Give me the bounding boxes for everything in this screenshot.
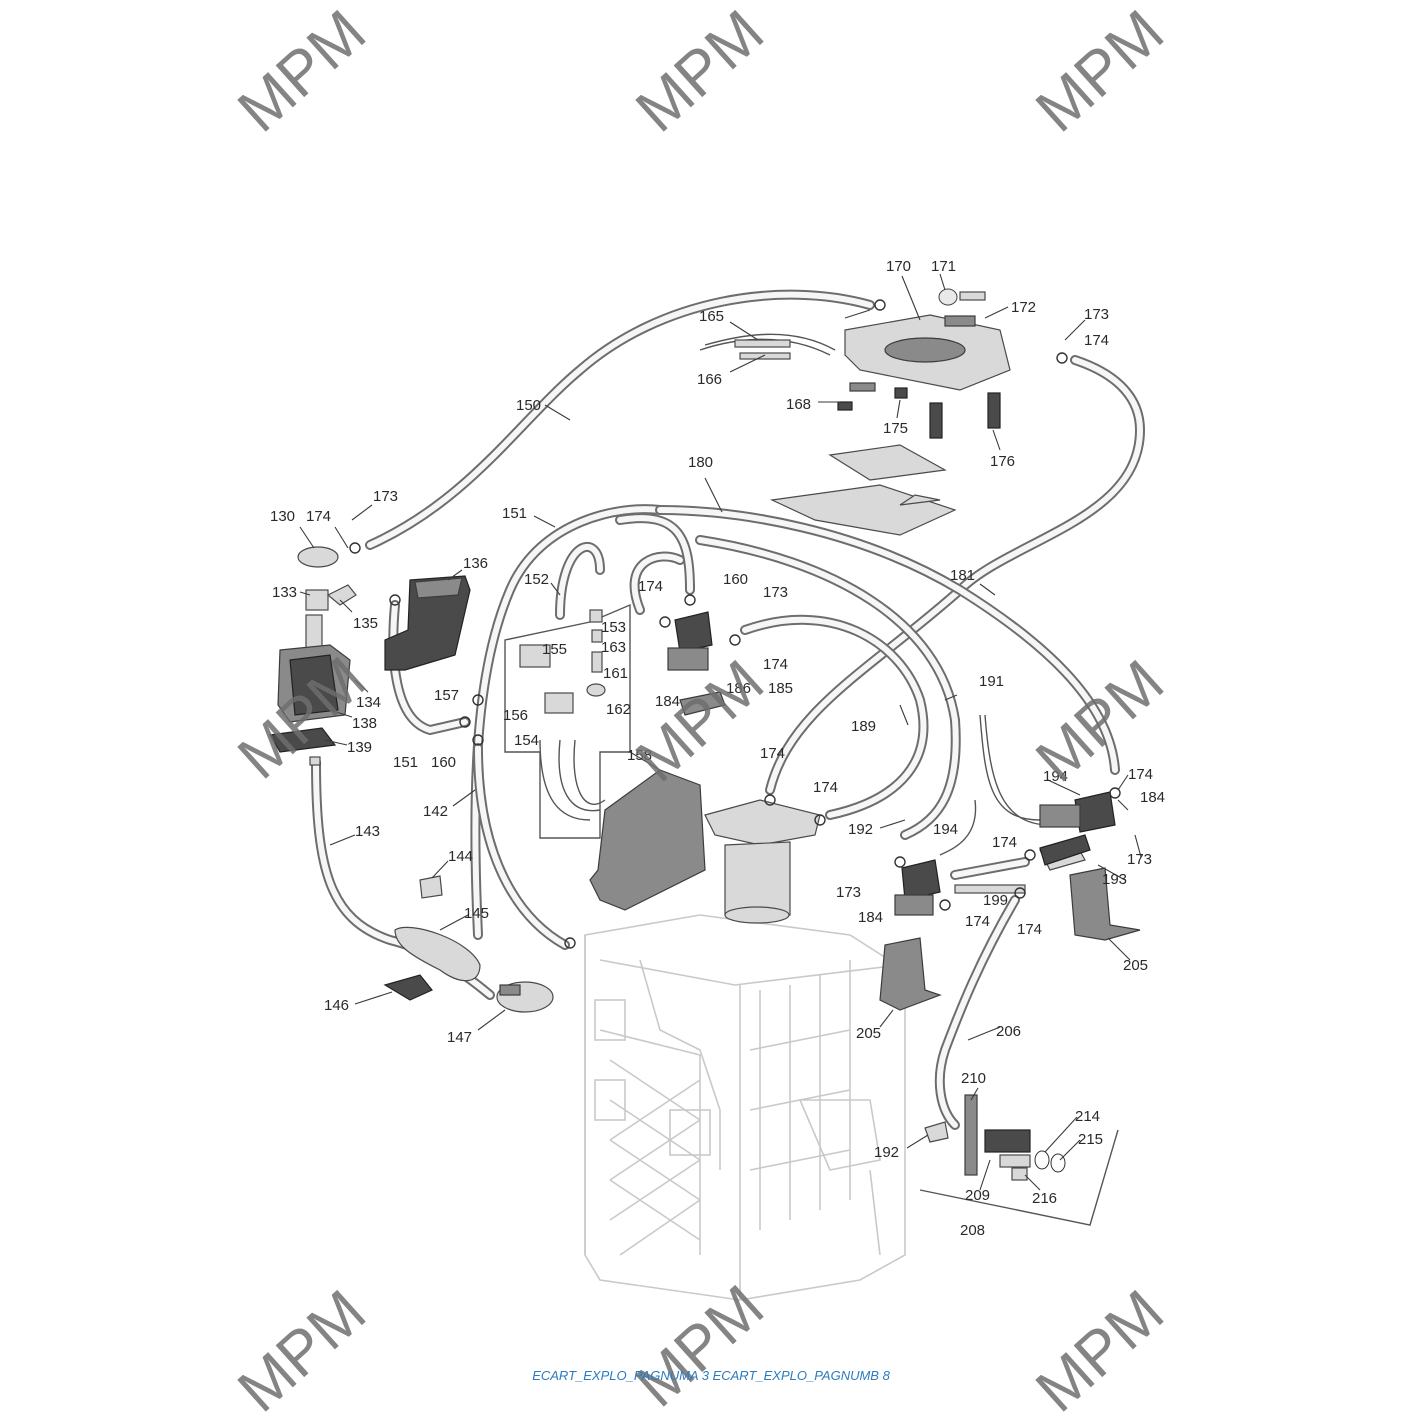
part-label: 145 <box>464 905 489 922</box>
part-label: 189 <box>851 718 876 735</box>
hoses <box>311 289 1146 1130</box>
machine-frame <box>584 914 906 1301</box>
part-number-labels: 170 171 172 173 174 165 166 168 175 176 … <box>270 258 1165 1239</box>
part-label: 210 <box>961 1070 986 1087</box>
part-label: 173 <box>373 488 398 505</box>
watermark-text: MPM <box>1023 0 1177 145</box>
part-label: 161 <box>603 665 628 682</box>
part-label: 214 <box>1075 1108 1100 1125</box>
part-label: 146 <box>324 997 349 1014</box>
part-label: 154 <box>514 732 539 749</box>
part-label: 173 <box>836 884 861 901</box>
part-label: 143 <box>355 823 380 840</box>
part-label: 174 <box>306 508 331 525</box>
part-label: 136 <box>463 555 488 572</box>
part-label: 151 <box>502 505 527 522</box>
part-label: 184 <box>1140 789 1165 806</box>
part-label: 209 <box>965 1187 990 1204</box>
part-label: 180 <box>688 454 713 471</box>
part-label: 139 <box>347 739 372 756</box>
part-label: 199 <box>983 892 1008 909</box>
watermark-text: MPM <box>225 1277 379 1422</box>
part-label: 193 <box>1102 871 1127 888</box>
part-label: 174 <box>992 834 1017 851</box>
part-label: 155 <box>542 641 567 658</box>
part-label: 152 <box>524 571 549 588</box>
watermark-text: MPM <box>623 0 777 145</box>
part-label: 186 <box>726 680 751 697</box>
part-label: 147 <box>447 1029 472 1046</box>
part-label: 184 <box>858 909 883 926</box>
part-label: 162 <box>606 701 631 718</box>
part-label: 174 <box>813 779 838 796</box>
part-label: 194 <box>933 821 958 838</box>
part-label: 173 <box>1084 306 1109 323</box>
part-label: 157 <box>434 687 459 704</box>
part-label: 174 <box>638 578 663 595</box>
part-label: 216 <box>1032 1190 1057 1207</box>
part-label: 156 <box>503 707 528 724</box>
part-label: 192 <box>848 821 873 838</box>
part-label: 208 <box>960 1222 985 1239</box>
part-label: 151 <box>393 754 418 771</box>
part-label: 174 <box>1084 332 1109 349</box>
part-label: 184 <box>655 693 680 710</box>
parts <box>269 288 1141 1226</box>
part-label: 175 <box>883 420 908 437</box>
part-label: 160 <box>723 571 748 588</box>
part-label: 166 <box>697 371 722 388</box>
clips-and-seals <box>349 299 1121 949</box>
watermark-text: MPM <box>225 0 379 145</box>
part-label: 173 <box>1127 851 1152 868</box>
part-label: 171 <box>931 258 956 275</box>
part-label: 215 <box>1078 1131 1103 1148</box>
part-label: 163 <box>601 639 626 656</box>
part-label: 170 <box>886 258 911 275</box>
part-label: 192 <box>874 1144 899 1161</box>
part-label: 191 <box>979 673 1004 690</box>
part-label: 173 <box>763 584 788 601</box>
part-label: 134 <box>356 694 381 711</box>
part-label: 135 <box>353 615 378 632</box>
part-label: 165 <box>699 308 724 325</box>
part-label: 174 <box>965 913 990 930</box>
part-label: 138 <box>352 715 377 732</box>
wire-bundles <box>539 333 1051 856</box>
leader-lines <box>299 273 1142 1191</box>
part-label: 133 <box>272 584 297 601</box>
footer-caption: ECART_EXPLO_PAGNUMA 3 ECART_EXPLO_PAGNUM… <box>532 1368 890 1383</box>
part-label: 142 <box>423 803 448 820</box>
part-label: 176 <box>990 453 1015 470</box>
part-label: 153 <box>601 619 626 636</box>
part-label: 206 <box>996 1023 1021 1040</box>
part-label: 181 <box>950 567 975 584</box>
part-label: 194 <box>1043 768 1068 785</box>
part-label: 150 <box>516 397 541 414</box>
watermarks: MPM MPM MPM MPM MPM MPM MPM MPM MPM <box>225 0 1177 1422</box>
part-label: 174 <box>760 745 785 762</box>
part-label: 172 <box>1011 299 1036 316</box>
part-label: 185 <box>768 680 793 697</box>
part-label: 160 <box>431 754 456 771</box>
part-label: 174 <box>1128 766 1153 783</box>
part-label: 144 <box>448 848 473 865</box>
part-label: 174 <box>763 656 788 673</box>
part-label: 168 <box>786 396 811 413</box>
watermark-text: MPM <box>1023 1277 1177 1422</box>
part-label: 205 <box>856 1025 881 1042</box>
part-label: 130 <box>270 508 295 525</box>
part-label: 205 <box>1123 957 1148 974</box>
part-label: 158 <box>627 747 652 764</box>
part-label: 174 <box>1017 921 1042 938</box>
